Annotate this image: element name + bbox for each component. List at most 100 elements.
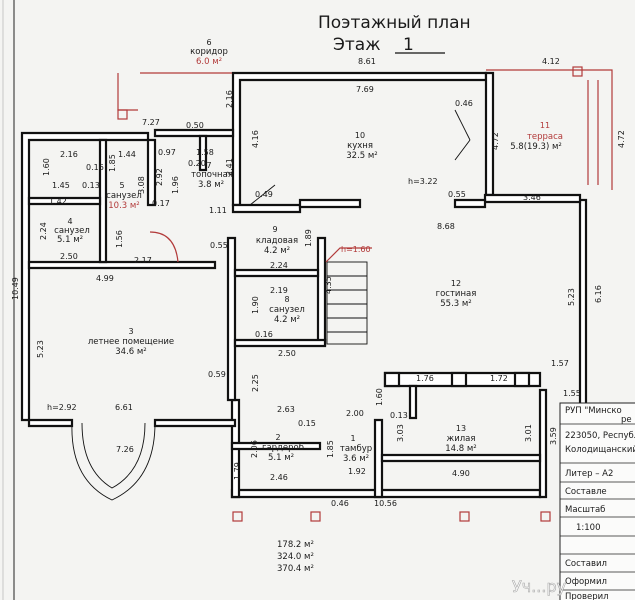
room-2-area: 5.1 м² [268, 453, 294, 463]
dim-263: 2.63 [277, 405, 295, 414]
dim-523b: 5.23 [567, 288, 576, 306]
dim-185b: 1.85 [326, 440, 335, 458]
room-6-number: 6 [206, 38, 211, 47]
wall-right-outer [578, 198, 588, 432]
room-7-area: 3.8 м² [198, 180, 224, 190]
wall-room13-left [408, 384, 418, 420]
dim-346: 3.46 [523, 193, 541, 202]
dim-206: 2.06 [250, 440, 259, 458]
stamp-org: РУП "Минско [565, 406, 622, 416]
room-11-number: 11 [540, 121, 550, 130]
dim-219: 2.19 [270, 286, 288, 295]
dim-303: 3.03 [396, 424, 405, 442]
dim-046: 0.46 [455, 99, 473, 108]
room-12-area: 55.3 м² [440, 299, 471, 309]
room-5-name: санузел [106, 191, 142, 201]
dim-016b: 0.16 [255, 330, 273, 339]
column-6 [117, 109, 128, 120]
height-292: h=2.92 [47, 403, 77, 412]
room-9-name: кладовая [256, 236, 298, 246]
floor-number: 1 [403, 35, 414, 55]
dim-179: 1.79 [233, 462, 242, 480]
dim-1056: 10.56 [374, 499, 397, 508]
wall-boiler-right [198, 134, 208, 172]
bay-window [71, 422, 156, 501]
dim-049: 0.49 [255, 190, 273, 199]
room-10-area: 32.5 м² [346, 151, 377, 161]
room-2-number: 2 [275, 433, 280, 442]
room-10-number: 10 [355, 131, 365, 140]
wall-wardrobe-top [230, 441, 322, 451]
dim-017: 0.17 [152, 199, 170, 208]
room-4-name: санузел [54, 226, 90, 236]
dim-046b: 0.46 [331, 499, 349, 508]
room-6-name: коридор [190, 47, 228, 57]
room-9-number: 9 [272, 225, 277, 234]
stamp-checked: Проверил [565, 592, 609, 600]
stamp-drew: Оформил [565, 577, 607, 587]
title-block: РУП "Минско ре 223050, Республ Колодищан… [559, 402, 635, 600]
wall-bath-small [27, 196, 102, 206]
room-6-area: 6.0 м² [196, 57, 222, 67]
stamp-scale: 1:100 [576, 523, 601, 533]
room-8-area: 4.2 м² [274, 315, 300, 325]
stamp-scale-label: Масштаб [565, 505, 605, 515]
wall-kitchen-bottom-right [453, 198, 487, 209]
dim-176: 1.76 [416, 374, 434, 383]
dim-156: 1.56 [115, 230, 124, 248]
dim-216b: 2.16 [60, 150, 78, 159]
dim-157: 1.57 [551, 359, 569, 368]
height-160: h=1.60 [341, 245, 371, 254]
bath-fixture [149, 231, 179, 263]
dim-020: 0.20 [188, 159, 206, 168]
watermark: Уч...ру [512, 577, 566, 596]
total-1: 178.2 м² [277, 540, 314, 550]
wall-storage-bottom [233, 268, 320, 278]
column-4 [540, 511, 551, 522]
window-3 [513, 371, 531, 388]
wall-left-outer [20, 131, 150, 422]
dim-250b: 2.50 [278, 349, 296, 358]
dim-769: 7.69 [356, 85, 374, 94]
room-4-area: 5.1 м² [57, 235, 83, 245]
dim-661: 6.61 [115, 403, 133, 412]
wall-summer-bottom-left [27, 418, 74, 428]
dim-224b: 2.24 [270, 261, 288, 270]
dim-217: 2.17 [134, 256, 152, 265]
dim-435: 4.35 [324, 276, 333, 294]
dim-499: 4.99 [96, 274, 114, 283]
dim-216a: 2.16 [225, 90, 234, 108]
wall-summer-bottom-right [153, 418, 237, 428]
dim-472b: 4.72 [617, 130, 626, 148]
dim-1049: 10.49 [11, 277, 20, 300]
dim-155: 1.55 [563, 389, 581, 398]
door-swing-2 [454, 139, 471, 161]
stamp-compiled: Составил [565, 559, 607, 569]
dim-416: 4.16 [251, 130, 260, 148]
dim-224: 2.24 [39, 222, 48, 240]
dim-160a: 1.60 [42, 158, 51, 176]
wall-bath-bottom [27, 260, 217, 270]
dim-196: 1.96 [171, 176, 180, 194]
room-11-area: 5.8(19.3) м² [510, 142, 562, 152]
dim-158: 1.58 [196, 148, 214, 157]
height-322: h=3.22 [408, 177, 438, 186]
dim-185a: 1.85 [108, 154, 117, 172]
dim-250a: 2.50 [60, 252, 78, 261]
room-12-number: 12 [451, 279, 461, 288]
dim-160b: 1.60 [375, 388, 384, 406]
corridor-red-outline [117, 73, 138, 111]
door-swing-1 [454, 109, 471, 141]
wall-bottom-right [538, 388, 548, 499]
wall-kitchen-bottom-mid [298, 198, 362, 209]
dim-490: 4.90 [452, 469, 470, 478]
dim-308: 3.08 [137, 176, 146, 194]
room-9-area: 4.2 м² [264, 246, 290, 256]
dim-192: 1.92 [348, 467, 366, 476]
room-labels: 10 кухня 32.5 м² 11 терраса 5.8(19.3) м²… [54, 38, 563, 464]
terrace-red-outline [486, 69, 613, 190]
column-2 [310, 511, 321, 522]
dim-189: 1.89 [304, 229, 313, 247]
dim-142: 1.42 [49, 197, 67, 206]
